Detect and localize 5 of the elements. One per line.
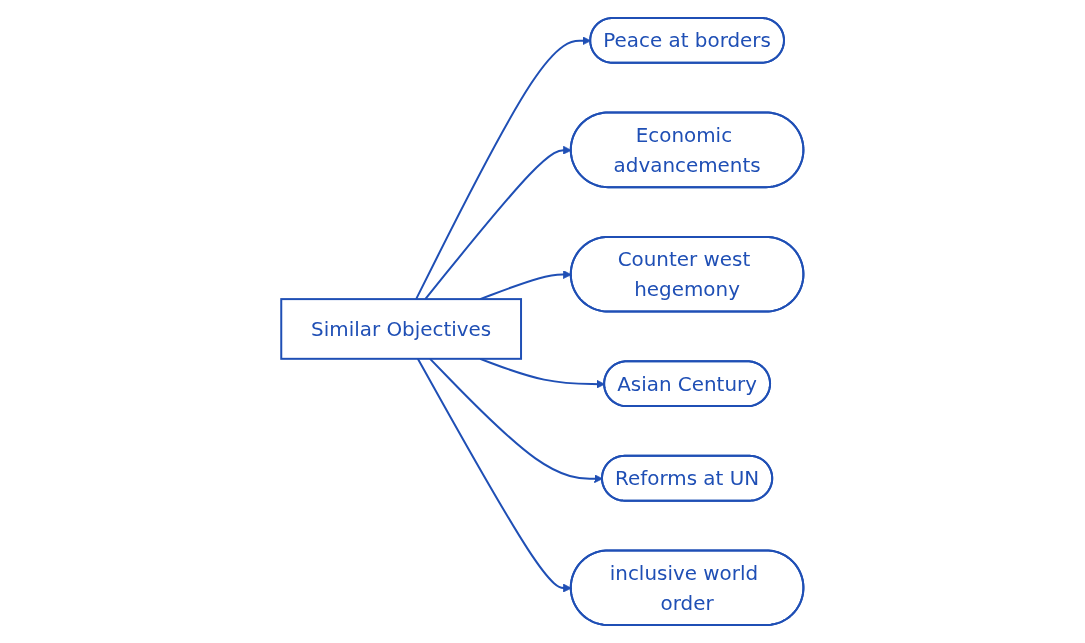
arrow [424,145,572,301]
arrow [429,357,604,484]
arrow [417,357,572,593]
node-box: Similar Objectives [280,298,523,360]
arrow [479,270,572,301]
